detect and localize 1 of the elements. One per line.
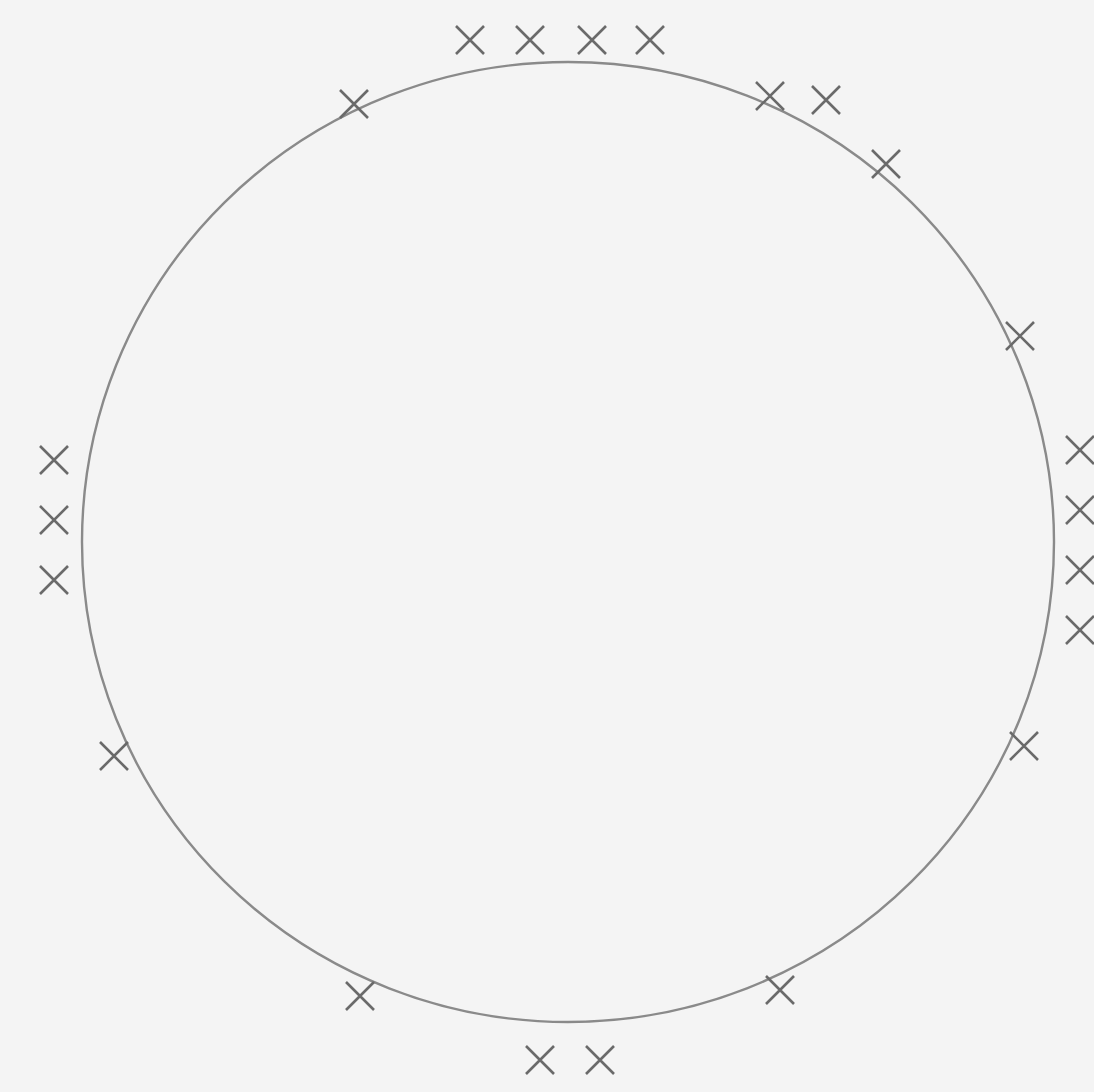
circle-outline bbox=[80, 60, 1056, 1024]
